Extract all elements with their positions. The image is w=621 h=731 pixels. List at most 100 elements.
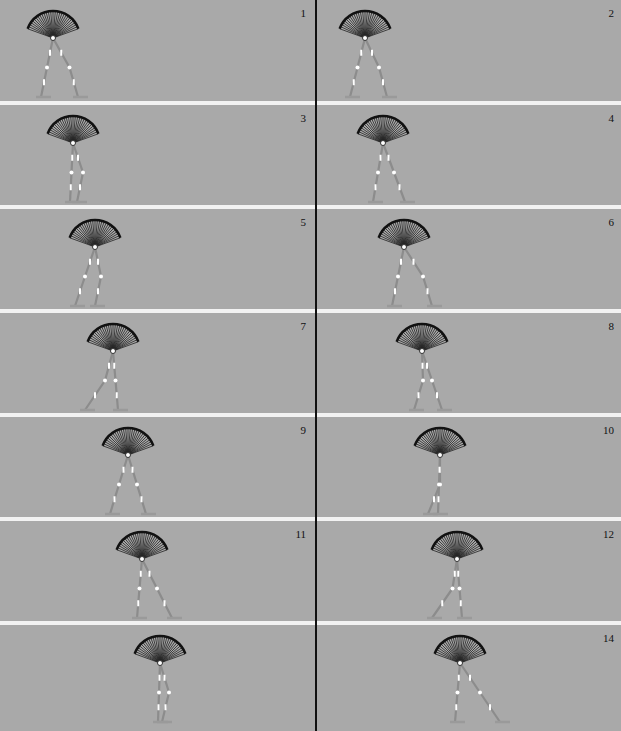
- fan-ray: [376, 117, 383, 143]
- fan-rim: [435, 636, 486, 654]
- foot: [450, 721, 465, 724]
- fan-ray: [399, 220, 404, 247]
- knee-joint: [70, 171, 74, 175]
- fan-rim: [88, 324, 139, 342]
- fan-ray: [121, 429, 128, 455]
- fan-ray: [153, 637, 160, 663]
- knee-joint: [167, 691, 171, 695]
- panel-number: 4: [609, 113, 615, 124]
- leg-marker: [427, 288, 429, 294]
- panel-number: 6: [609, 217, 615, 228]
- walker-figure: [117, 532, 182, 618]
- leg: [113, 351, 118, 410]
- leg-marker: [438, 496, 440, 502]
- leg-marker: [60, 50, 62, 56]
- leg-marker: [436, 392, 438, 398]
- leg-marker: [353, 79, 355, 85]
- walker-figure: [70, 220, 121, 306]
- fan-rim: [397, 324, 448, 342]
- fan-ray: [360, 11, 365, 38]
- knee-joint: [356, 66, 360, 70]
- foot: [368, 201, 383, 204]
- knee-joint: [377, 66, 381, 70]
- knee-joint: [421, 275, 425, 279]
- leg-marker: [114, 496, 116, 502]
- fan-rim: [28, 11, 79, 29]
- fan-ray: [113, 340, 137, 351]
- column-divider: [315, 0, 317, 731]
- foot: [141, 513, 156, 516]
- knee-joint: [458, 587, 462, 591]
- fan-ray: [458, 636, 460, 663]
- leg: [422, 351, 442, 410]
- fan-ray: [66, 117, 73, 143]
- fan-ray: [457, 548, 481, 559]
- fan-rim: [340, 11, 391, 29]
- leg-marker: [94, 392, 96, 398]
- fan-ray: [142, 548, 166, 559]
- hip-joint: [158, 661, 163, 666]
- foot: [457, 617, 472, 620]
- leg-marker: [489, 704, 491, 710]
- fan-ray: [68, 116, 73, 143]
- walker-figure: [427, 532, 482, 618]
- fan-ray: [383, 134, 408, 143]
- leg-marker: [418, 392, 420, 398]
- leg-marker: [137, 600, 139, 606]
- walker-figure: [340, 11, 397, 97]
- knee-joint: [438, 483, 442, 487]
- knee-joint: [99, 275, 103, 279]
- leg-marker: [439, 467, 441, 473]
- leg: [158, 663, 160, 722]
- leg-marker: [97, 288, 99, 294]
- fan-ray: [46, 12, 53, 38]
- foot: [132, 617, 147, 620]
- fan-ray: [160, 654, 185, 663]
- hip-joint: [420, 349, 425, 354]
- fan-ray: [158, 636, 160, 663]
- fan-ray: [126, 428, 128, 455]
- knee-joint: [421, 379, 425, 383]
- panel-number: 14: [603, 633, 614, 644]
- knee-joint: [376, 171, 380, 175]
- leg-marker: [140, 571, 142, 577]
- fan-ray: [93, 220, 95, 247]
- knee-joint: [45, 66, 49, 70]
- fan-ray: [402, 220, 404, 247]
- foot: [90, 305, 105, 308]
- foot: [387, 305, 402, 308]
- fan-ray: [383, 132, 407, 143]
- leg-marker: [79, 288, 81, 294]
- fan-ray: [417, 324, 422, 351]
- fan-rim: [432, 532, 483, 550]
- knee-joint: [68, 66, 72, 70]
- knee-joint: [456, 691, 460, 695]
- hip-joint: [455, 557, 460, 562]
- knee-joint: [478, 691, 482, 695]
- fan-ray: [73, 132, 97, 143]
- panel-number: 2: [609, 8, 615, 19]
- leg-marker: [371, 50, 373, 56]
- fan-rim: [379, 220, 430, 238]
- leg-marker: [164, 675, 166, 681]
- knee-joint: [81, 171, 85, 175]
- foot: [73, 96, 88, 99]
- panel-number: 5: [301, 217, 307, 228]
- knee-joint: [114, 379, 118, 383]
- fan-ray: [438, 428, 440, 455]
- ground-line: [0, 205, 621, 209]
- fan-ray: [365, 27, 389, 38]
- leg: [373, 143, 383, 202]
- fan-rim: [48, 116, 99, 134]
- leg-marker: [77, 155, 79, 161]
- panel-number: 12: [603, 529, 614, 540]
- leg-marker: [97, 259, 99, 265]
- fan-ray: [128, 444, 152, 455]
- fan-rim: [135, 636, 186, 654]
- foot: [105, 513, 120, 516]
- hip-joint: [458, 661, 463, 666]
- walker-figure: [80, 324, 138, 410]
- fan-ray: [135, 533, 142, 559]
- leg-marker: [380, 155, 382, 161]
- hip-joint: [402, 245, 407, 250]
